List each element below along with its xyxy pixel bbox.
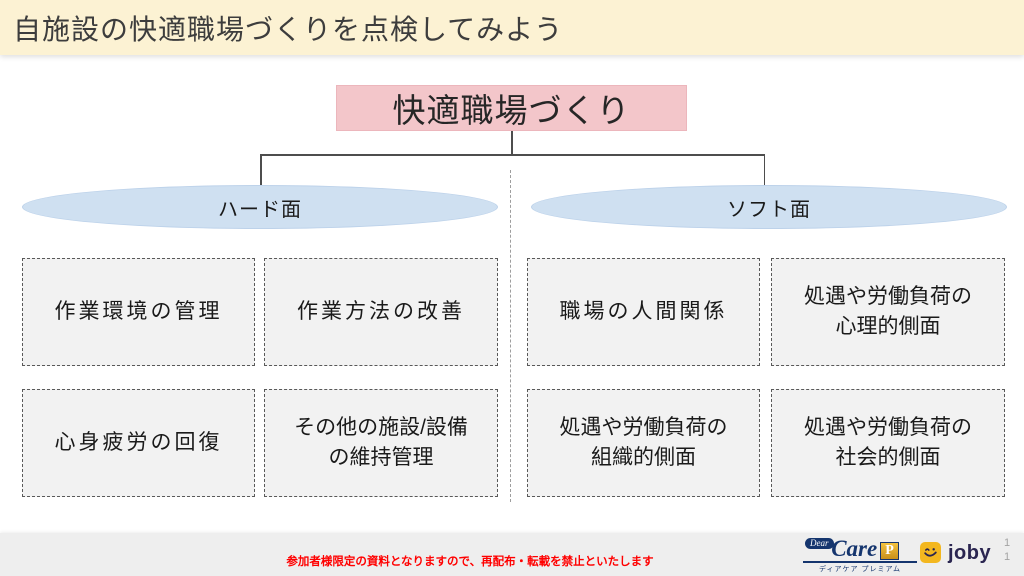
page-number: 1 1 xyxy=(1000,536,1014,564)
connector-root-vertical-line xyxy=(511,131,513,154)
connector-right-drop-line xyxy=(763,154,765,185)
joby-wordmark: joby xyxy=(948,541,992,564)
item-box-psychological-aspect: 処遇や労働負荷の 心理的側面 xyxy=(771,258,1005,366)
page-number-line2: 1 xyxy=(1003,551,1011,563)
diagram-root-label: 快適職場づくり xyxy=(392,92,631,129)
item-box-facility-maintenance: その他の施設/設備 の維持管理 xyxy=(264,389,498,497)
footer-band: 参加者様限定の資料となりますので、再配布・転載を禁止といたします Dear Ca… xyxy=(0,533,1024,576)
redistribution-notice: 参加者様限定の資料となりますので、再配布・転載を禁止といたします xyxy=(286,556,654,568)
item-box-human-relations: 職場の人間関係 xyxy=(527,258,760,366)
dearcare-care-text: Care xyxy=(831,536,878,561)
joby-logo: joby xyxy=(920,542,991,563)
dearcare-subtitle: ディアケア プレミアム xyxy=(803,561,917,574)
connector-left-drop-line xyxy=(260,154,262,185)
branch-hard-ellipse: ハード面 xyxy=(22,185,498,229)
dearcare-logo: Dear Care P ディアケア プレミアム xyxy=(803,536,917,574)
dearcare-logo-row: Dear Care P xyxy=(803,536,917,561)
joby-smiley-icon xyxy=(920,542,941,563)
branch-hard-label: ハード面 xyxy=(218,198,302,221)
page-title: 自施設の快適職場づくりを点検してみよう xyxy=(13,13,564,45)
dearcare-premium-badge-icon: P xyxy=(880,542,899,560)
item-box-social-aspect: 処遇や労働負荷の 社会的側面 xyxy=(771,389,1005,497)
branch-soft-ellipse: ソフト面 xyxy=(531,185,1007,229)
item-box-organizational-aspect: 処遇や労働負荷の 組織的側面 xyxy=(527,389,760,497)
connector-horizontal-line xyxy=(260,154,765,156)
page-number-line1: 1 xyxy=(1003,537,1011,549)
branch-soft-label: ソフト面 xyxy=(727,198,811,221)
item-box-fatigue-recovery: 心身疲労の回復 xyxy=(22,389,255,497)
center-dashed-divider xyxy=(510,170,511,502)
diagram-root-node: 快適職場づくり xyxy=(336,85,687,131)
header-band: 自施設の快適職場づくりを点検してみよう xyxy=(0,0,1024,55)
dearcare-dear-text: Dear xyxy=(805,538,834,549)
item-box-work-methods: 作業方法の改善 xyxy=(264,258,498,366)
item-box-work-environment: 作業環境の管理 xyxy=(22,258,255,366)
